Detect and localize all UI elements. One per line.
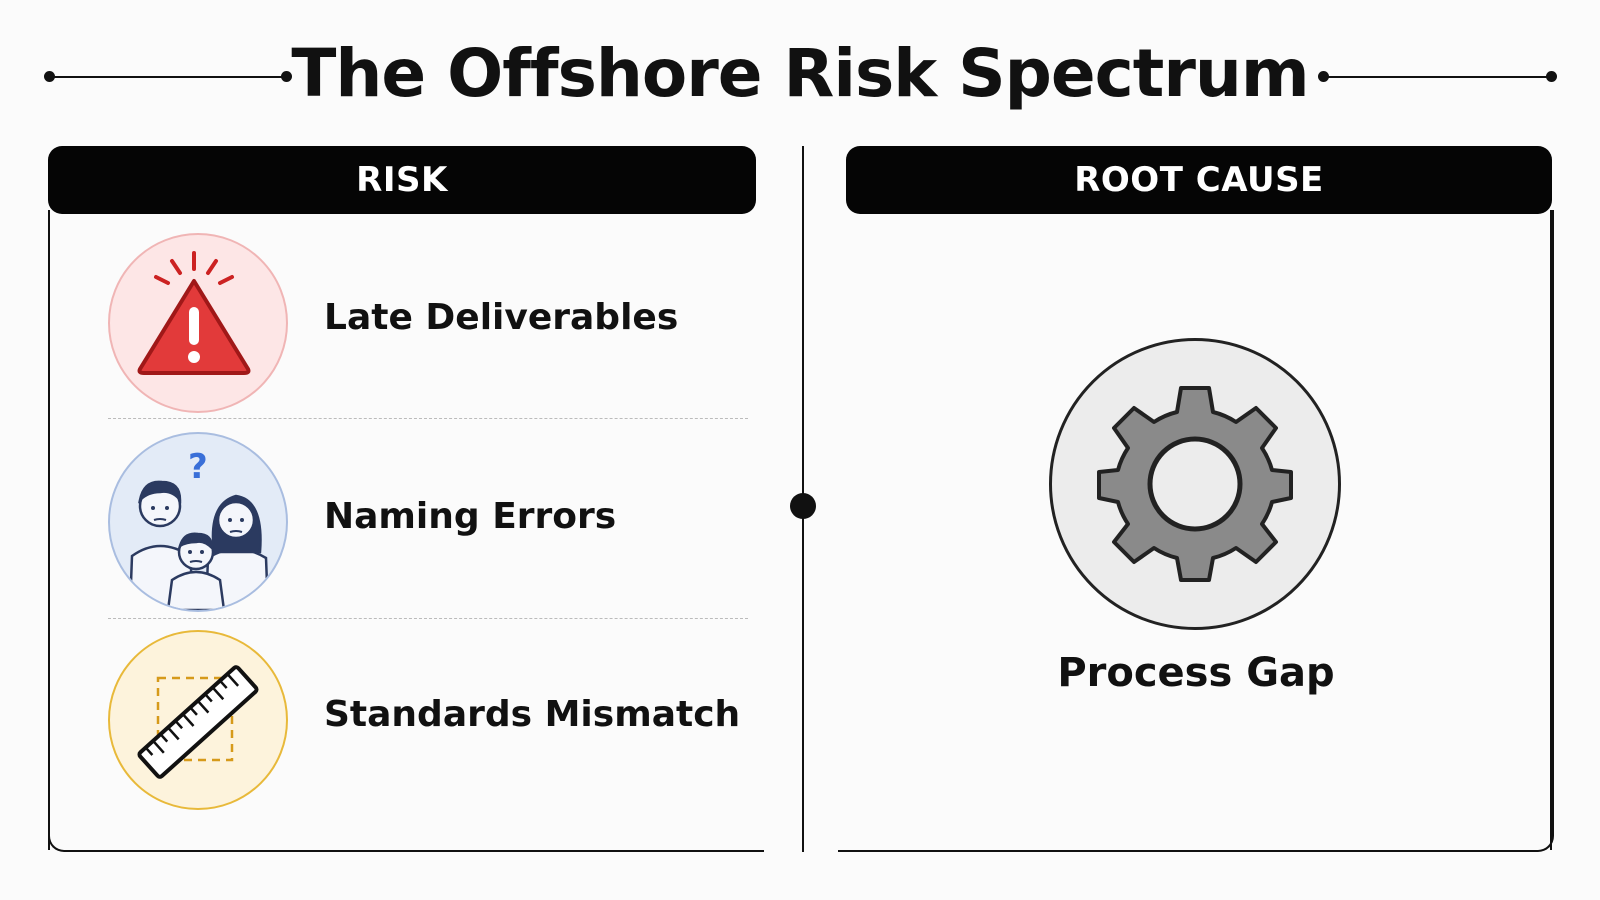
confused-family-icon: ? xyxy=(128,447,270,610)
risk-label: Standards Mismatch xyxy=(324,694,741,735)
risk-icon-circle: ? xyxy=(108,432,288,612)
title-decor-dot xyxy=(1546,71,1557,82)
risk-label: Late Deliverables xyxy=(324,297,679,338)
risk-item-naming-errors: ? xyxy=(108,432,748,612)
title-decor-dot xyxy=(44,71,55,82)
title-decor-line-left xyxy=(50,76,286,78)
title-decor-dot xyxy=(281,71,292,82)
warning-triangle-icon xyxy=(137,251,251,375)
title-decor-line-right xyxy=(1322,76,1552,78)
ruler-icon xyxy=(137,665,259,779)
risk-icon-circle xyxy=(108,630,288,810)
title-decor-dot xyxy=(1318,71,1329,82)
page-title: The Offshore Risk Spectrum xyxy=(291,35,1309,112)
root-cause-icon-circle xyxy=(1049,338,1341,630)
title-row: The Offshore Risk Spectrum xyxy=(0,28,1600,128)
risk-panel-border xyxy=(48,210,50,850)
risk-item-standards-mismatch: Standards Mismatch xyxy=(108,630,748,810)
risk-separator xyxy=(108,418,748,419)
svg-text:?: ? xyxy=(188,447,208,487)
center-divider-dot xyxy=(790,493,816,519)
root-cause-header: ROOT CAUSE xyxy=(846,146,1552,214)
root-cause-panel-border xyxy=(1550,210,1552,850)
risk-separator xyxy=(108,618,748,619)
risk-header: RISK xyxy=(48,146,756,214)
risk-item-late-deliverables: Late Deliverables xyxy=(108,233,748,413)
gear-icon xyxy=(1097,386,1293,582)
risk-label: Naming Errors xyxy=(324,496,617,537)
root-cause-label: Process Gap xyxy=(1057,650,1335,696)
risk-icon-circle xyxy=(108,233,288,413)
